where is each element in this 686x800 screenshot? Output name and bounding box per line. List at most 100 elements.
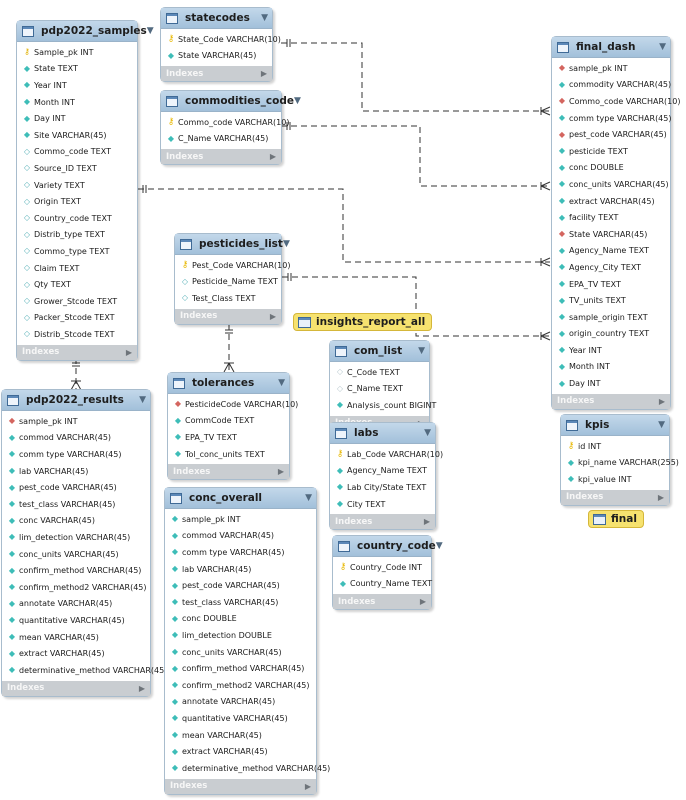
table-labs[interactable]: labs▼ ⚷Lab_Code VARCHAR(10)◆Agency_Name … — [329, 422, 443, 531]
table-commodities-code[interactable]: commodities_code▼ ⚷Commo_code VARCHAR(10… — [160, 90, 301, 166]
column-row[interactable]: ◆Agency_City TEXT — [552, 259, 670, 276]
column-row[interactable]: ◆Site VARCHAR(45) — [17, 127, 137, 144]
column-row[interactable]: ◆PesticideCode VARCHAR(10) — [168, 396, 298, 413]
column-row[interactable]: ⚷Pest_Code VARCHAR(10) — [175, 257, 291, 274]
table-header[interactable]: labs▼ — [330, 423, 435, 444]
expand-arrow-icon[interactable]: ▶ — [260, 69, 267, 79]
expand-arrow-icon[interactable]: ▶ — [423, 517, 430, 527]
column-row[interactable]: ◆test_class VARCHAR(45) — [165, 594, 316, 611]
table-pdp2022-results[interactable]: pdp2022_results▼ ◆sample_pk INT◆commod V… — [1, 389, 167, 697]
column-row[interactable]: ◆State TEXT — [17, 61, 137, 78]
column-row[interactable]: ◇Distrib_Stcode TEXT — [17, 326, 137, 343]
expand-arrow-icon[interactable]: ▶ — [125, 347, 132, 357]
column-row[interactable]: ◆conc DOUBLE — [165, 611, 316, 628]
column-row[interactable]: ◆confirm_method VARCHAR(45) — [2, 562, 150, 579]
column-row[interactable]: ◆lim_detection VARCHAR(45) — [2, 529, 150, 546]
collapse-caret-icon[interactable]: ▼ — [139, 395, 146, 405]
column-row[interactable]: ◆Commo_code VARCHAR(10) — [552, 93, 681, 110]
table-header[interactable]: tolerances▼ — [168, 373, 289, 394]
table-com-list[interactable]: com_list▼ ◇C_Code TEXT◇C_Name TEXT◆Analy… — [329, 340, 436, 432]
column-row[interactable]: ◆sample_pk INT — [165, 511, 316, 528]
column-row[interactable]: ◆extract VARCHAR(45) — [552, 193, 670, 210]
expand-arrow-icon[interactable]: ▶ — [304, 781, 311, 791]
table-header[interactable]: conc_overall▼ — [165, 488, 316, 509]
column-row[interactable]: ◆confirm_method2 VARCHAR(45) — [165, 677, 316, 694]
column-row[interactable]: ◆conc DOUBLE — [552, 160, 670, 177]
table-header[interactable]: com_list▼ — [330, 341, 429, 362]
table-conc-overall[interactable]: conc_overall▼ ◆sample_pk INT◆commod VARC… — [164, 487, 330, 795]
column-row[interactable]: ◆test_class VARCHAR(45) — [2, 496, 150, 513]
indexes-footer[interactable]: Indexes▶ — [161, 66, 272, 82]
column-row[interactable]: ◆Country_Name TEXT — [333, 576, 432, 593]
column-row[interactable]: ◆sample_origin TEXT — [552, 309, 670, 326]
collapse-caret-icon[interactable]: ▼ — [418, 346, 425, 356]
column-row[interactable]: ◆origin_country TEXT — [552, 326, 670, 343]
expand-arrow-icon[interactable]: ▶ — [269, 152, 276, 162]
indexes-footer[interactable]: Indexes▶ — [17, 344, 137, 360]
column-row[interactable]: ◆confirm_method2 VARCHAR(45) — [2, 579, 150, 596]
column-row[interactable]: ◆kpi_value INT — [561, 471, 669, 488]
column-row[interactable]: ◆Analysis_count BIGINT — [330, 397, 436, 414]
collapse-caret-icon[interactable]: ▼ — [658, 420, 665, 430]
table-kpis[interactable]: kpis▼ ⚷id INT◆kpi_name VARCHAR(255)◆kpi_… — [560, 414, 679, 506]
indexes-footer[interactable]: Indexes▶ — [165, 778, 316, 794]
column-row[interactable]: ◇Test_Class TEXT — [175, 290, 281, 307]
table-header[interactable]: pesticides_list▼ — [175, 234, 290, 255]
table-header[interactable]: kpis▼ — [561, 415, 669, 436]
indexes-footer[interactable]: Indexes▶ — [333, 594, 431, 610]
table-tolerances[interactable]: tolerances▼ ◆PesticideCode VARCHAR(10)◆C… — [167, 372, 298, 481]
expand-arrow-icon[interactable]: ▶ — [419, 597, 426, 607]
column-row[interactable]: ◇Variety TEXT — [17, 177, 137, 194]
column-row[interactable]: ⚷Lab_Code VARCHAR(10) — [330, 446, 443, 463]
collapse-caret-icon[interactable]: ▼ — [305, 493, 312, 503]
column-row[interactable]: ◆mean VARCHAR(45) — [2, 629, 150, 646]
table-header[interactable]: pdp2022_samples▼ — [17, 21, 154, 42]
column-row[interactable]: ◆Month INT — [17, 94, 137, 111]
collapse-caret-icon[interactable]: ▼ — [435, 541, 443, 551]
column-row[interactable]: ◆pest_code VARCHAR(45) — [165, 577, 316, 594]
column-row[interactable]: ⚷State_Code VARCHAR(10) — [161, 31, 281, 48]
column-row[interactable]: ◆EPA_TV TEXT — [552, 276, 670, 293]
column-row[interactable]: ◆City TEXT — [330, 496, 435, 513]
column-row[interactable]: ◆quantitative VARCHAR(45) — [165, 710, 316, 727]
column-row[interactable]: ◆conc_units VARCHAR(45) — [2, 546, 150, 563]
column-row[interactable]: ◆lim_detection DOUBLE — [165, 627, 316, 644]
column-row[interactable]: ◆C_Name VARCHAR(45) — [161, 131, 281, 148]
column-row[interactable]: ◆lab VARCHAR(45) — [165, 561, 316, 578]
collapse-caret-icon[interactable]: ▼ — [282, 239, 290, 249]
column-row[interactable]: ◆conc_units VARCHAR(45) — [552, 176, 670, 193]
column-row[interactable]: ◆Year INT — [552, 342, 670, 359]
table-statecodes[interactable]: statecodes▼ ⚷State_Code VARCHAR(10)◆Stat… — [160, 7, 281, 83]
column-row[interactable]: ◆extract VARCHAR(45) — [2, 645, 150, 662]
column-row[interactable]: ◆kpi_name VARCHAR(255) — [561, 455, 679, 472]
column-row[interactable]: ◆Day INT — [17, 110, 137, 127]
collapse-caret-icon[interactable]: ▼ — [261, 13, 268, 23]
column-row[interactable]: ◇Grower_Stcode TEXT — [17, 293, 137, 310]
column-row[interactable]: ◆determinative_method VARCHAR(45) — [2, 662, 167, 679]
table-final-dash[interactable]: final_dash▼ ◆sample_pk INT◆commodity VAR… — [551, 36, 681, 410]
column-row[interactable]: ◇Distrib_type TEXT — [17, 227, 137, 244]
column-row[interactable]: ◆conc VARCHAR(45) — [2, 513, 150, 530]
column-row[interactable]: ◆conc_units VARCHAR(45) — [165, 644, 316, 661]
column-row[interactable]: ◆determinative_method VARCHAR(45) — [165, 760, 330, 777]
column-row[interactable]: ◇C_Code TEXT — [330, 364, 429, 381]
table-header[interactable]: statecodes▼ — [161, 8, 272, 29]
column-row[interactable]: ◆Tol_conc_units TEXT — [168, 446, 289, 463]
collapse-caret-icon[interactable]: ▼ — [424, 428, 431, 438]
collapse-caret-icon[interactable]: ▼ — [659, 42, 666, 52]
column-row[interactable]: ◇Qty TEXT — [17, 276, 137, 293]
column-row[interactable]: ◆comm type VARCHAR(45) — [552, 110, 672, 127]
column-row[interactable]: ◆annotate VARCHAR(45) — [2, 596, 150, 613]
expand-arrow-icon[interactable]: ▶ — [657, 492, 664, 502]
column-row[interactable]: ◆commodity VARCHAR(45) — [552, 77, 671, 94]
column-row[interactable]: ◆quantitative VARCHAR(45) — [2, 612, 150, 629]
table-pdp2022-samples[interactable]: pdp2022_samples▼ ⚷Sample_pk INT◆State TE… — [16, 20, 154, 361]
column-row[interactable]: ◆mean VARCHAR(45) — [165, 727, 316, 744]
column-row[interactable]: ◆Agency_Name TEXT — [552, 243, 670, 260]
column-row[interactable]: ◇C_Name TEXT — [330, 381, 429, 398]
column-row[interactable]: ◆pesticide TEXT — [552, 143, 670, 160]
column-row[interactable]: ◆annotate VARCHAR(45) — [165, 694, 316, 711]
table-header[interactable]: pdp2022_results▼ — [2, 390, 150, 411]
view-insights-report-all[interactable]: insights_report_all — [293, 313, 433, 331]
column-row[interactable]: ◆Day INT — [552, 375, 670, 392]
